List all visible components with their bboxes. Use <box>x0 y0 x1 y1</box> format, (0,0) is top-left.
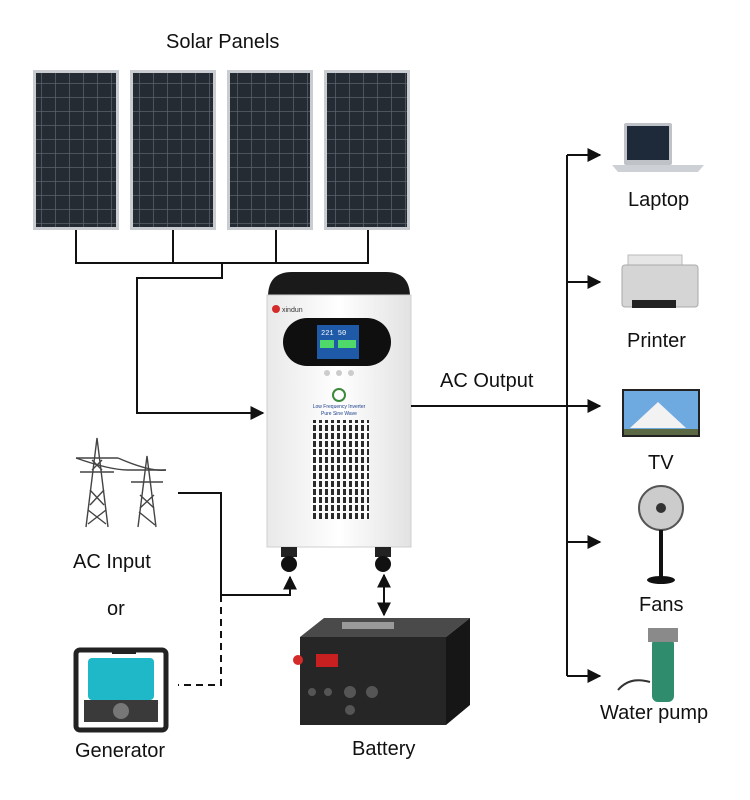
solar-panel-3 <box>227 70 313 230</box>
vent-grille <box>311 420 369 520</box>
panel-wiring <box>75 230 369 420</box>
wheel-icon <box>281 556 297 572</box>
power-tower-icon <box>75 437 167 528</box>
output-wiring <box>411 148 602 683</box>
inverter <box>266 272 412 572</box>
battery-label: Battery <box>352 738 416 760</box>
generator-icon <box>73 647 169 733</box>
indicator-icon <box>324 370 330 376</box>
lcd-readout: 221 50 <box>321 330 346 338</box>
load-label-water-pump: Water pump <box>600 702 709 724</box>
tv-icon <box>622 389 700 437</box>
generator-label: Generator <box>75 740 166 762</box>
ac-input-label: AC Input <box>73 551 151 573</box>
fan-icon <box>638 485 684 584</box>
water-pump-icon <box>617 628 678 702</box>
title-solar-panels: Solar Panels <box>166 31 280 53</box>
battery-icon <box>293 618 470 725</box>
indicator-icon <box>336 370 342 376</box>
brand-logo-icon <box>272 305 280 313</box>
inverter-model-line1: Low Frequency Inverter <box>313 404 366 410</box>
inverter-model-line2: Pure Sine Wave <box>321 411 357 417</box>
input-wiring <box>178 492 297 686</box>
load-label-fans: Fans <box>639 594 684 616</box>
indicator-icon <box>348 370 354 376</box>
load-label-tv: TV <box>648 452 674 474</box>
certification-icon <box>332 388 346 402</box>
solar-panel-1 <box>33 70 119 230</box>
inverter-brand: xindun <box>282 307 303 314</box>
or-label: or <box>107 598 125 620</box>
solar-panel-2 <box>130 70 216 230</box>
ac-output-label: AC Output <box>440 370 534 392</box>
load-label-printer: Printer <box>627 330 686 352</box>
solar-panel-4 <box>324 70 410 230</box>
wheel-icon <box>375 556 391 572</box>
printer-icon <box>621 254 699 308</box>
load-label-laptop: Laptop <box>628 189 690 211</box>
laptop-icon <box>612 123 704 172</box>
